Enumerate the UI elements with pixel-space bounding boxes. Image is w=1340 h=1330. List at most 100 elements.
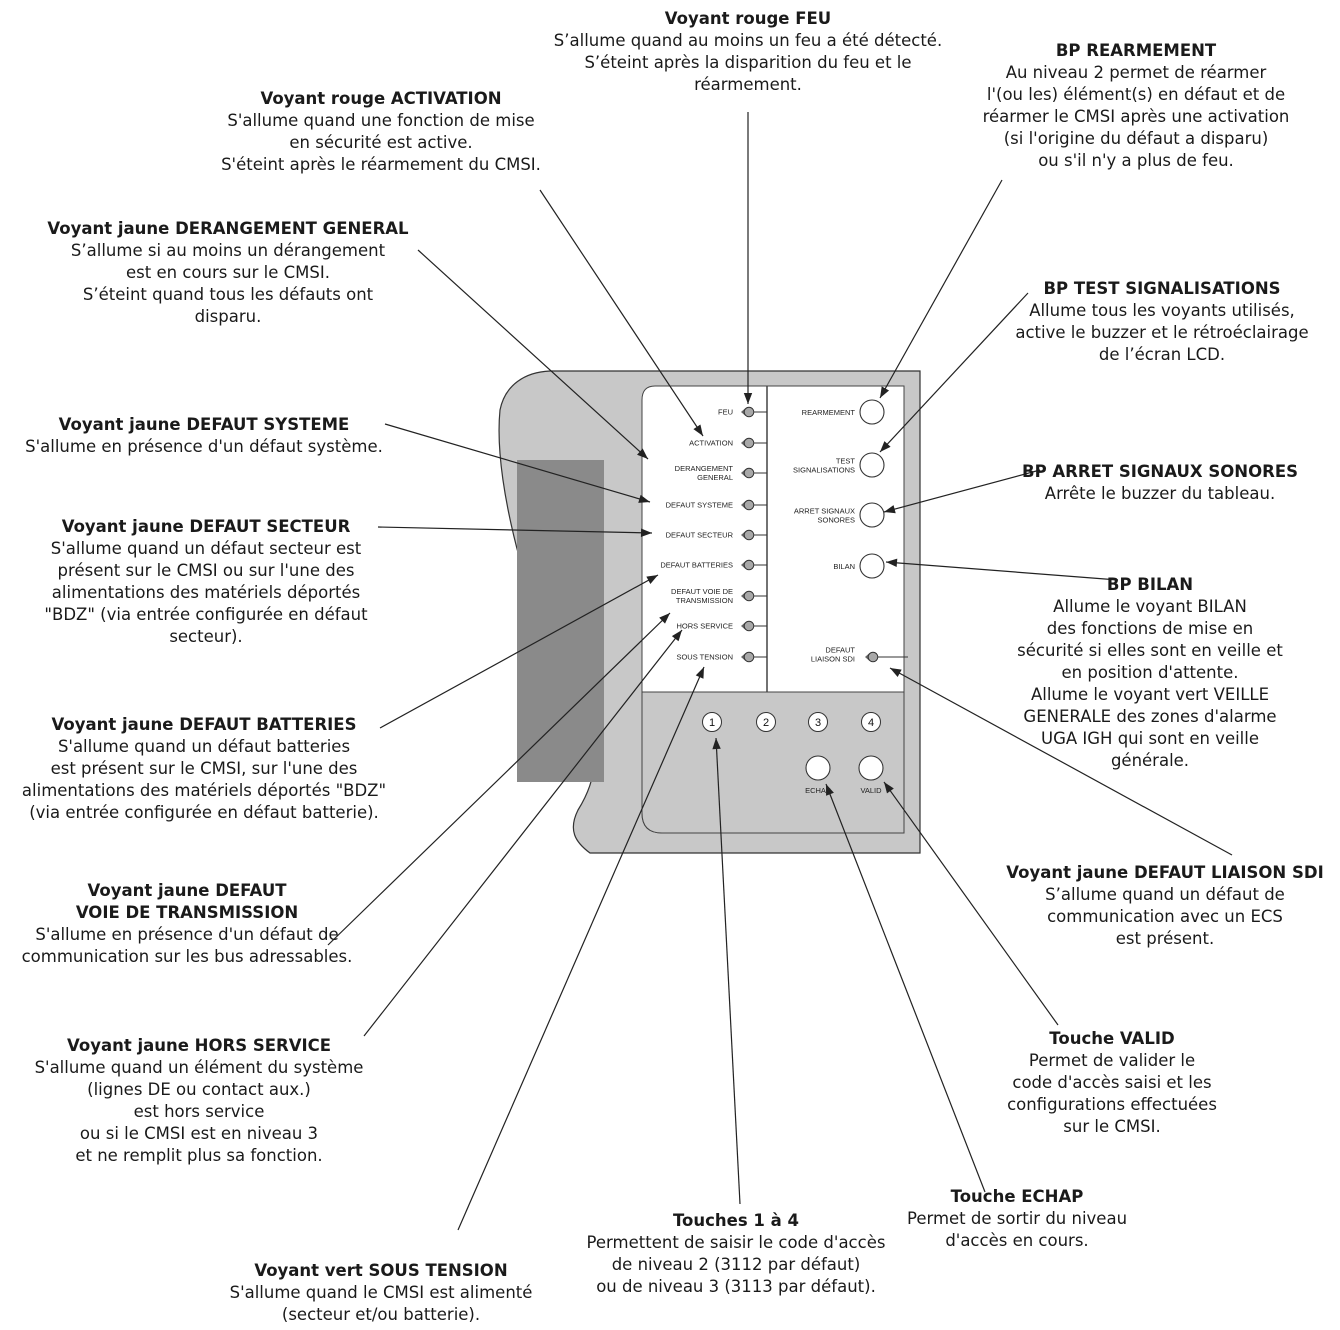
- annotation-body: S’allume quand au moins un feu a été dét…: [553, 31, 943, 94]
- leader-liaison-line: [889, 667, 1233, 856]
- led-defaut-systeme-label: DEFAUT SYSTEME: [666, 501, 733, 510]
- button-arret-signaux-sonores: [859, 502, 885, 528]
- leader-hors-service-arrowhead: [671, 630, 682, 642]
- annotation-title: Voyant jaune DEFAUT SYSTEME: [58, 415, 350, 434]
- annotation-body: S'allume quand le CMSI est alimenté (sec…: [229, 1283, 533, 1324]
- led-feu-light: [743, 406, 755, 418]
- annotation-body: S'allume quand un défaut batteries est p…: [21, 737, 387, 822]
- annotation-body: Allume tous les voyants utilisés, active…: [1015, 301, 1309, 364]
- annotation-title: Voyant rouge ACTIVATION: [260, 89, 502, 108]
- annotation-sous-tension: Voyant vert SOUS TENSION S'allume quand …: [196, 1260, 566, 1326]
- led-sous-tension-light: [743, 651, 755, 663]
- key-4-label: 4: [868, 717, 874, 729]
- leader-hors-service-line: [363, 629, 683, 1037]
- leader-rearmement-line: [879, 179, 1003, 399]
- annotation-rearmement: BP REARMEMENT Au niveau 2 permet de réar…: [966, 40, 1306, 172]
- annotation-touches: Touches 1 à 4 Permettent de saisir le co…: [560, 1210, 912, 1298]
- annotation-test-signalisations: BP TEST SIGNALISATIONS Allume tous les v…: [992, 278, 1332, 366]
- annotation-body: Permet de sortir du niveau d'accès en co…: [906, 1209, 1128, 1250]
- led-defaut-systeme-light: [743, 499, 755, 511]
- leader-activation-arrowhead: [693, 424, 703, 436]
- leader-echap-line: [825, 783, 986, 1193]
- annotation-body: Arrête le buzzer du tableau.: [1044, 484, 1276, 503]
- echap-label: ECHAP: [805, 786, 831, 795]
- annotation-title: Touches 1 à 4: [672, 1211, 799, 1230]
- leader-touches-line: [715, 737, 741, 1205]
- leader-defaut-batteries-line: [379, 574, 659, 729]
- leader-defaut-systeme-arrowhead: [638, 494, 650, 503]
- leader-derangement-line: [417, 249, 649, 460]
- annotation-title: Voyant jaune DEFAUT BATTERIES: [51, 715, 357, 734]
- led-feu-label: FEU: [718, 408, 733, 417]
- leader-lines: [327, 112, 1233, 1231]
- led-activation-label: ACTIVATION: [689, 439, 733, 448]
- annotation-title: BP BILAN: [1106, 575, 1194, 594]
- leader-defaut-secteur-line: [377, 526, 653, 534]
- annotation-hors-service: Voyant jaune HORS SERVICE S'allume quand…: [14, 1035, 384, 1167]
- leader-defaut-systeme-line: [384, 423, 651, 503]
- led-defaut-batteries-label: DEFAUT BATTERIES: [660, 561, 733, 570]
- annotation-defaut-secteur: Voyant jaune DEFAUT SECTEUR S'allume qua…: [22, 516, 390, 648]
- leader-bilan-line: [885, 561, 1119, 581]
- annotation-defaut-voie: Voyant jaune DEFAUT VOIE DE TRANSMISSION…: [6, 880, 368, 968]
- leader-test-arrowhead: [880, 441, 891, 452]
- annotation-echap: Touche ECHAP Permet de sortir du niveau …: [886, 1186, 1148, 1252]
- key-4-button: [861, 712, 881, 732]
- annotation-arret-signaux: BP ARRET SIGNAUX SONORES Arrête le buzze…: [986, 461, 1334, 505]
- leader-defaut-voie-arrowhead: [659, 613, 670, 624]
- led-activation-light: [743, 437, 755, 449]
- button-rearmement: [859, 399, 885, 425]
- valid-label: VALID: [860, 786, 882, 795]
- annotation-title: Voyant jaune DEFAUT LIAISON SDI: [1006, 863, 1324, 882]
- annotation-body: S'allume quand une fonction de mise en s…: [221, 111, 541, 174]
- annotation-title: Touche VALID: [1049, 1029, 1175, 1048]
- led-derangement-general-light: [743, 467, 755, 479]
- button-test-signalisations: [859, 452, 885, 478]
- led-defaut-liaison-sdi-light: [867, 651, 879, 663]
- panel-side-shade: [517, 460, 604, 782]
- leader-valid-arrowhead: [884, 782, 894, 794]
- led-sous-tension-label: SOUS TENSION: [676, 653, 733, 662]
- annotation-derangement: Voyant jaune DERANGEMENT GENERAL S’allum…: [30, 218, 426, 328]
- key-1-label: 1: [709, 717, 715, 729]
- annotation-body: S'allume quand un élément du système (li…: [34, 1058, 364, 1165]
- key-1-button: [702, 712, 722, 732]
- button-rearmement-label: REARMEMENT: [802, 408, 856, 417]
- led-defaut-secteur-label: DEFAUT SECTEUR: [666, 531, 734, 540]
- annotation-valid: Touche VALID Permet de valider le code d…: [996, 1028, 1228, 1138]
- annotation-title: Voyant jaune DERANGEMENT GENERAL: [47, 219, 409, 238]
- leader-defaut-voie-line: [327, 612, 671, 946]
- leader-derangement-arrowhead: [637, 448, 648, 459]
- annotation-body: Permettent de saisir le code d'accès de …: [586, 1233, 886, 1296]
- annotation-liaison-sdi: Voyant jaune DEFAUT LIAISON SDI S’allume…: [990, 862, 1340, 950]
- annotation-body: S'allume quand un défaut secteur est pré…: [44, 539, 368, 646]
- annotation-title: Voyant jaune HORS SERVICE: [66, 1036, 331, 1055]
- leader-feu-arrowhead: [743, 393, 753, 404]
- leader-echap-arrowhead: [826, 784, 834, 796]
- key-3-button: [808, 712, 828, 732]
- leader-bilan-arrowhead: [886, 558, 898, 568]
- annotation-title: Voyant jaune DEFAUT VOIE DE TRANSMISSION: [75, 881, 299, 922]
- annotation-title: Voyant vert SOUS TENSION: [254, 1261, 508, 1280]
- leader-arret-line: [883, 469, 1041, 513]
- valid-button: [858, 755, 884, 781]
- annotation-title: BP REARMEMENT: [1055, 41, 1217, 60]
- annotation-defaut-batteries: Voyant jaune DEFAUT BATTERIES S'allume q…: [4, 714, 404, 824]
- button-bilan: [859, 553, 885, 579]
- led-hors-service-light: [743, 620, 755, 632]
- annotation-defaut-systeme: Voyant jaune DEFAUT SYSTEME S'allume en …: [8, 414, 400, 458]
- button-bilan-label: BILAN: [833, 562, 855, 571]
- leader-sous-tension-line: [457, 666, 705, 1231]
- led-defaut-voie-de-transmission-light: [743, 590, 755, 602]
- leader-touches-arrowhead: [712, 738, 721, 750]
- led-defaut-batteries-light: [743, 559, 755, 571]
- key-2-button: [756, 712, 776, 732]
